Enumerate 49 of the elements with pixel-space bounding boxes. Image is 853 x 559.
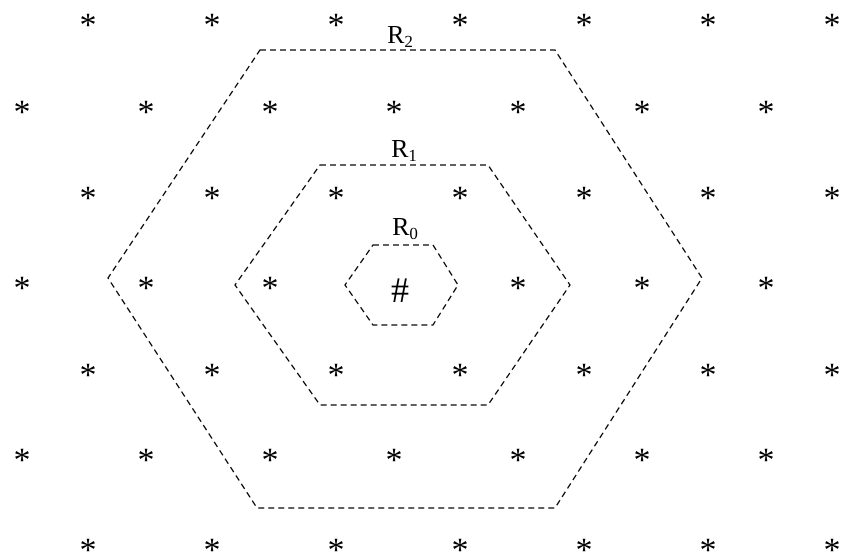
lattice-point: * [262, 272, 278, 306]
lattice-point: * [386, 96, 402, 130]
lattice-point: * [14, 272, 30, 306]
lattice-point: * [14, 96, 30, 130]
lattice-point: * [80, 359, 96, 394]
lattice-point: * [328, 359, 344, 394]
lattice-point: * [452, 182, 468, 216]
lattice-point: * [138, 272, 154, 306]
lattice-point: * [824, 534, 840, 559]
lattice-point: * [138, 444, 154, 478]
center-symbol: # [391, 272, 409, 308]
lattice-point: * [204, 359, 220, 394]
lattice-point: * [510, 444, 526, 478]
lattice-point: * [700, 9, 716, 44]
lattice-point: * [452, 9, 468, 44]
lattice-point: * [510, 96, 526, 130]
lattice-point: * [138, 96, 154, 130]
lattice-point: * [452, 534, 468, 559]
lattice-point: * [700, 534, 716, 559]
lattice-point: * [700, 359, 716, 394]
lattice-point: * [510, 272, 526, 306]
lattice-point: * [758, 96, 774, 130]
lattice-point: * [204, 534, 220, 559]
lattice-point: * [204, 9, 220, 44]
lattice-point: * [824, 182, 840, 216]
lattice-point: * [758, 272, 774, 306]
lattice-point: * [700, 182, 716, 216]
lattice-point: * [576, 534, 592, 559]
lattice-point: * [824, 9, 840, 44]
lattice-point: * [14, 444, 30, 478]
lattice-point: * [634, 272, 650, 306]
lattice-point: * [452, 359, 468, 394]
lattice-point: * [262, 96, 278, 130]
lattice-point: * [386, 444, 402, 478]
lattice-point: * [328, 182, 344, 216]
lattice-point: * [758, 444, 774, 478]
lattice-point: * [824, 359, 840, 394]
lattice-point: * [634, 444, 650, 478]
lattice-point: * [328, 534, 344, 559]
lattice-point: * [576, 9, 592, 44]
lattice-point: * [576, 182, 592, 216]
lattice-point: * [80, 182, 96, 216]
lattice-point: * [80, 534, 96, 559]
lattice-point: * [576, 359, 592, 394]
lattice-point: * [80, 9, 96, 44]
lattice-point: * [634, 96, 650, 130]
lattice-point: * [262, 444, 278, 478]
lattice-point: * [204, 182, 220, 216]
lattice-point: * [328, 9, 344, 44]
